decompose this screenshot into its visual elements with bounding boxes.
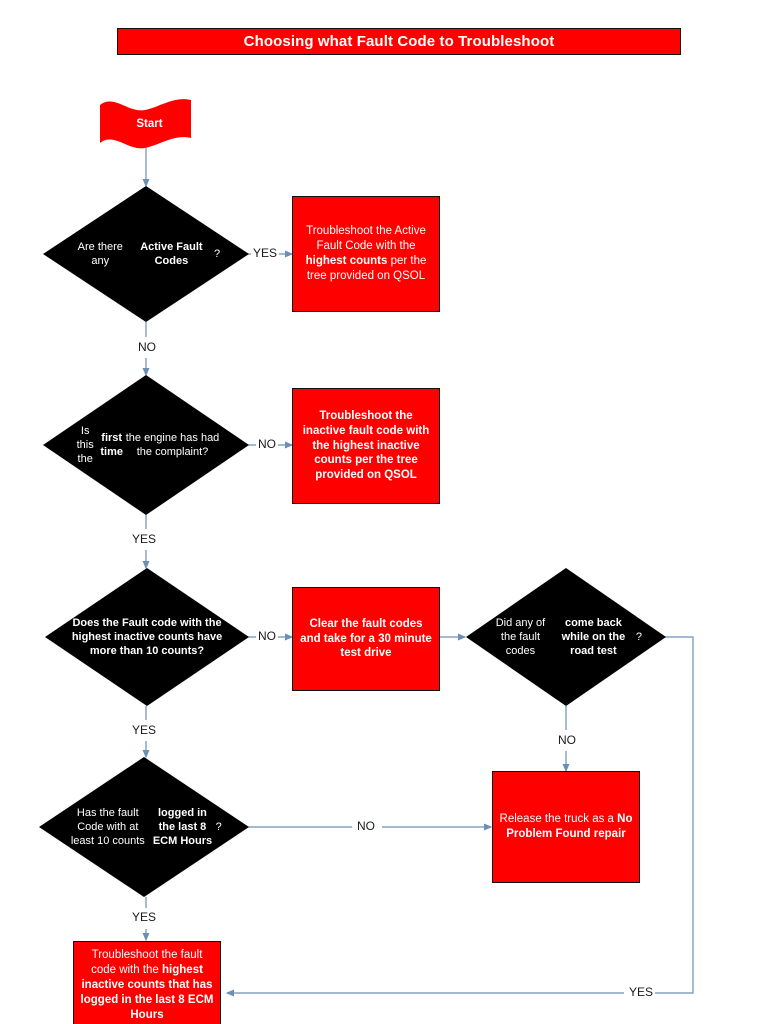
- node-start[interactable]: Start: [98, 97, 193, 150]
- page-title: Choosing what Fault Code to Troubleshoot: [117, 28, 681, 55]
- diamond-shape: [39, 757, 249, 897]
- edge-label-d4-yes: YES: [627, 985, 656, 999]
- diamond-shape: [43, 375, 249, 515]
- edge-label-d5-no: NO: [355, 819, 377, 833]
- node-process-troubleshoot-logged-code-label: Troubleshoot the fault code with the hig…: [80, 949, 214, 1021]
- edge-label-d2-yes: YES: [130, 532, 159, 546]
- node-process-clear-codes-test-drive-label: Clear the fault codes and take for a 30 …: [300, 617, 432, 660]
- node-decision-first-time-label: Is this the first time the engine has ha…: [76, 424, 220, 466]
- edge-label-d4-no: NO: [556, 733, 578, 747]
- node-decision-codes-came-back[interactable]: Did any of the fault codes come back whi…: [466, 568, 666, 706]
- flag-shape: [100, 99, 191, 149]
- node-decision-more-than-10-counts[interactable]: Does the Fault code with the highest ina…: [45, 568, 249, 706]
- node-decision-active-fault-codes[interactable]: Are there any Active Fault Codes?: [43, 186, 249, 322]
- page-title-text: Choosing what Fault Code to Troubleshoot: [243, 33, 555, 50]
- node-process-troubleshoot-inactive[interactable]: Troubleshoot the inactive fault code wit…: [292, 388, 440, 504]
- edge-label-d2-no: NO: [256, 437, 278, 451]
- node-process-release-truck-npf-label: Release the truck as a No Problem Found …: [499, 813, 633, 840]
- node-process-troubleshoot-logged-code[interactable]: Troubleshoot the fault code with the hig…: [73, 941, 221, 1024]
- diamond-shape: [466, 568, 666, 706]
- node-decision-more-than-10-counts-label: Does the Fault code with the highest ina…: [71, 616, 223, 658]
- node-process-troubleshoot-active-label: Troubleshoot the Active Fault Code with …: [305, 225, 427, 282]
- node-decision-logged-last-8-ecm-hours[interactable]: Has the fault Code with at least 10 coun…: [39, 757, 249, 897]
- diamond-shape: [43, 186, 249, 322]
- edge-label-d3-no: NO: [256, 629, 278, 643]
- node-decision-codes-came-back-label: Did any of the fault codes come back whi…: [495, 616, 642, 658]
- edge-label-d3-yes: YES: [130, 723, 159, 737]
- node-decision-logged-last-8-ecm-hours-label: Has the fault Code with at least 10 coun…: [70, 806, 222, 848]
- edge-label-d1-no: NO: [136, 340, 158, 354]
- node-process-release-truck-npf[interactable]: Release the truck as a No Problem Found …: [492, 771, 640, 883]
- node-decision-active-fault-codes-label: Are there any Active Fault Codes?: [77, 240, 221, 267]
- edge-label-d1-yes: YES: [251, 246, 280, 260]
- node-process-clear-codes-test-drive[interactable]: Clear the fault codes and take for a 30 …: [292, 587, 440, 691]
- node-process-troubleshoot-inactive-label: Troubleshoot the inactive fault code wit…: [302, 409, 430, 482]
- node-process-troubleshoot-active[interactable]: Troubleshoot the Active Fault Code with …: [292, 196, 440, 312]
- node-decision-first-time[interactable]: Is this the first time the engine has ha…: [43, 375, 249, 515]
- node-start-label: Start: [136, 117, 163, 130]
- diamond-shape: [45, 568, 249, 706]
- edge-label-d5-yes: YES: [130, 910, 159, 924]
